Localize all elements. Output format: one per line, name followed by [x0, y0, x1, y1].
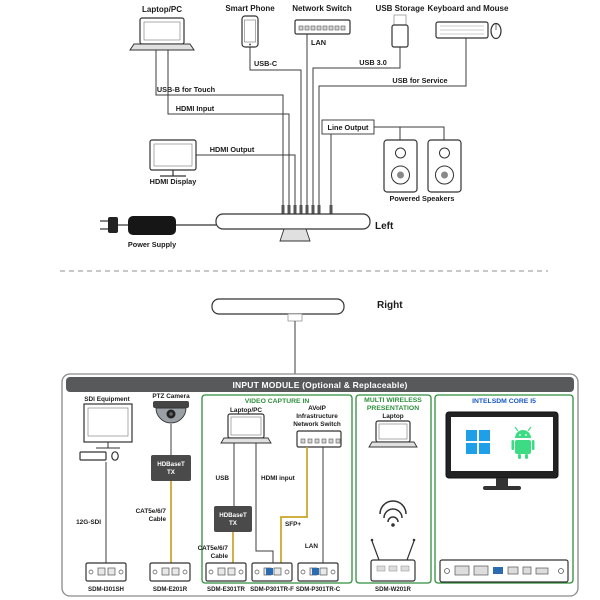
powered-speakers-label: Powered Speakers	[390, 194, 455, 203]
sdi-equipment-label: SDI Equipment	[84, 396, 130, 403]
sdm-e201r-module-icon	[149, 562, 191, 582]
vci-tx-label-1: HDBaseT	[219, 512, 247, 519]
vci-laptop-label: Laptop/PC	[230, 407, 262, 414]
sdm-e201r-label: SDM-E201R	[153, 586, 188, 593]
ptz-camera-icon	[153, 401, 189, 424]
connection-lines	[155, 34, 467, 205]
input-module-header	[66, 377, 574, 392]
hdmi-display-label: HDMI Display	[150, 177, 198, 186]
laptop-pc-label: Laptop/PC	[142, 5, 182, 14]
smart-phone-icon	[241, 15, 259, 48]
wireless-title-2: PRESENTATION	[367, 405, 419, 412]
sdm-w201r-module-icon	[370, 538, 416, 582]
sdm-e301tr-label: SDM-E301TR	[207, 586, 246, 593]
sdi-cable-label: 12G-SDI	[76, 519, 101, 526]
avoip-switch-icon	[296, 430, 342, 448]
sdm-i301sh-label: SDM-I301SH	[88, 586, 124, 593]
vci-laptop-icon	[220, 413, 272, 444]
vci-cable-label-2: Cable	[211, 553, 229, 560]
ptz-tx-label-1: HDBaseT	[157, 461, 185, 468]
smart-phone-label: Smart Phone	[225, 4, 275, 13]
ptz-camera-label: PTZ Camera	[152, 393, 190, 400]
display-right-view	[211, 298, 345, 374]
line-output-label: Line Output	[328, 123, 370, 132]
ptz-cable-label-2: Cable	[149, 516, 167, 523]
core-module-icon	[439, 559, 569, 583]
wireless-laptop-label: Laptop	[382, 413, 403, 420]
usb-service-label: USB for Service	[392, 76, 447, 85]
vci-sfp-line	[280, 447, 308, 563]
usb-storage-icon	[391, 14, 409, 48]
android-logo-icon	[511, 426, 535, 459]
core-monitor-icon	[445, 411, 559, 490]
display-left-view	[215, 205, 371, 242]
right-view-label: Right	[377, 300, 403, 311]
usb3-label: USB 3.0	[359, 58, 387, 67]
usb-c-label: USB-C	[254, 59, 278, 68]
sfp-port-icon-2	[312, 568, 319, 575]
sfp-port-icon	[266, 568, 273, 575]
ptz-hdbaset-tx-box: HDBaseT TX	[151, 455, 191, 481]
video-capture-box	[201, 394, 353, 584]
vci-usb-label: USB	[216, 475, 230, 482]
vci-hdmi-input-label: HDMI input	[261, 475, 296, 482]
vci-tx-label-2: TX	[229, 520, 238, 527]
sdm-i301sh-module-icon	[85, 562, 127, 582]
sdm-p301trf-label: SDM-P301TR-F	[250, 586, 294, 593]
wireless-box	[355, 394, 432, 584]
ptz-cable-label-1: CAT5e/6/7	[136, 508, 167, 515]
sdm-p301trc-label: SDM-P301TR-C	[296, 586, 341, 593]
powered-speakers-icon	[383, 139, 462, 193]
keyboard-mouse-icon	[435, 21, 502, 40]
hdmi-output-label: HDMI Output	[210, 145, 255, 154]
video-capture-title: VIDEO CAPTURE IN	[245, 398, 310, 405]
laptop-pc-icon	[129, 17, 195, 51]
left-view-label: Left	[375, 221, 394, 232]
usb-b-touch-label: USB-B for Touch	[157, 85, 215, 94]
sdi-equipment-icon	[79, 403, 133, 461]
input-module-title: INPUT MODULE (Optional & Replaceable)	[232, 380, 407, 390]
network-switch-icon	[294, 19, 351, 35]
wireless-laptop-icon	[368, 420, 418, 448]
power-supply-label: Power Supply	[128, 240, 177, 249]
avoip-label-1: AVoIP	[308, 405, 327, 412]
wifi-icon	[379, 500, 407, 527]
vci-hdmi-line	[255, 443, 274, 563]
usb-storage-label: USB Storage	[376, 4, 425, 13]
ptz-tx-label-2: TX	[167, 469, 176, 476]
avoip-label-3: Network Switch	[293, 421, 341, 428]
avoip-label-2: Infrastructure	[296, 413, 338, 420]
display-connectors	[281, 205, 333, 215]
power-supply-icon	[100, 216, 216, 235]
vci-sfp-label: SFP+	[285, 521, 301, 528]
line-output-tag: Line Output	[321, 119, 375, 135]
lan-label: LAN	[311, 38, 326, 47]
wireless-title-1: MULTI WIRELESS	[364, 397, 422, 404]
core-title: INTELSDM CORE I5	[472, 398, 536, 405]
sdm-e301tr-module-icon	[205, 562, 247, 582]
vci-lan-label: LAN	[305, 543, 319, 550]
hdmi-display-icon	[149, 139, 197, 177]
vci-hdbaset-tx-box: HDBaseT TX	[214, 506, 252, 532]
vci-cable-label-1: CAT5e/6/7	[198, 545, 229, 552]
keyboard-mouse-label: Keyboard and Mouse	[428, 4, 509, 13]
network-switch-label: Network Switch	[292, 4, 352, 13]
sdm-w201r-label: SDM-W201R	[375, 586, 411, 593]
hdmi-input-label: HDMI Input	[176, 104, 215, 113]
core-box	[434, 394, 574, 584]
windows-logo-icon	[466, 430, 490, 454]
